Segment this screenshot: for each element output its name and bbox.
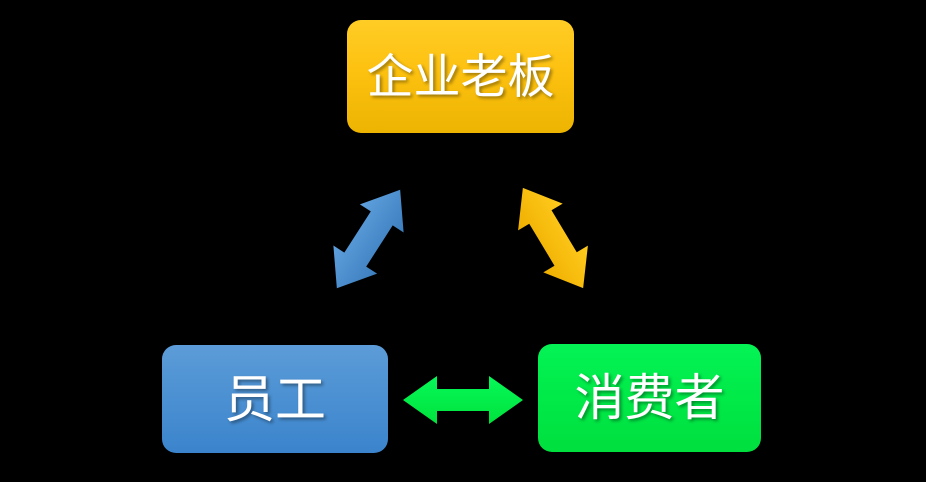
node-boss-label: 企业老板 [366,50,555,103]
connector-boss-employee-arrow [333,189,404,289]
node-consumer: 消费者 [538,344,761,452]
node-consumer-label: 消费者 [574,370,725,426]
connector-employee-consumer-arrow [403,376,523,424]
node-employee: 员工 [162,345,388,453]
node-boss: 企业老板 [347,20,574,133]
node-employee-label: 员工 [223,370,326,428]
connector-boss-consumer-arrow [518,187,588,289]
